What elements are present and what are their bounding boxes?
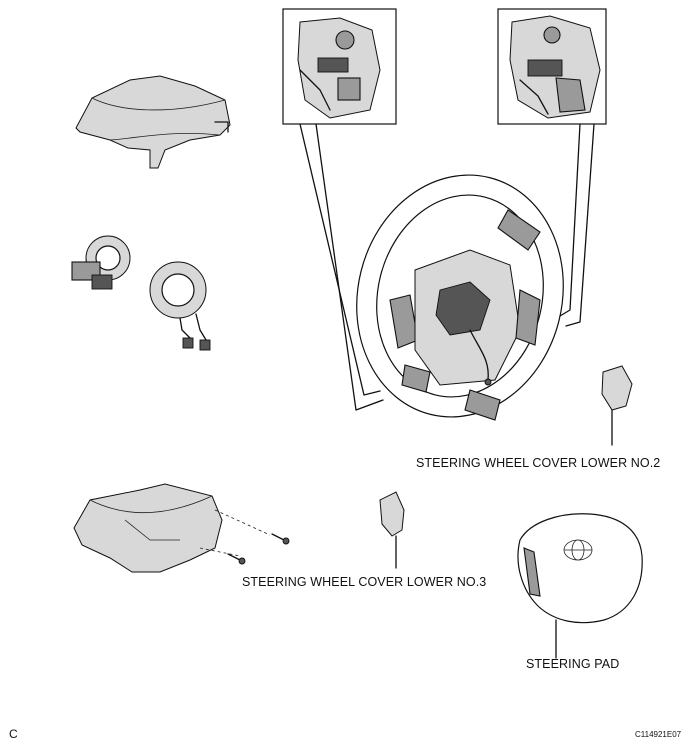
steering-pad-part — [517, 513, 643, 659]
spiral-cable — [71, 235, 211, 351]
cover-lower-no3-part — [379, 491, 405, 569]
upper-column-cover — [75, 75, 231, 169]
label-cover-lower-no2: STEERING WHEEL COVER LOWER NO.2 — [416, 456, 661, 470]
figure-code: C114921E07 — [635, 730, 682, 739]
lower-column-cover — [73, 483, 290, 573]
detail-inset-left — [282, 8, 397, 125]
steering-wheel — [356, 174, 564, 421]
cover-lower-no2-part — [601, 365, 633, 446]
label-steering-pad: STEERING PAD — [526, 657, 620, 671]
corner-letter: C — [9, 727, 18, 741]
label-cover-lower-no3: STEERING WHEEL COVER LOWER NO.3 — [242, 575, 487, 589]
inset-leader-lines — [299, 123, 595, 411]
detail-inset-right — [497, 8, 607, 125]
